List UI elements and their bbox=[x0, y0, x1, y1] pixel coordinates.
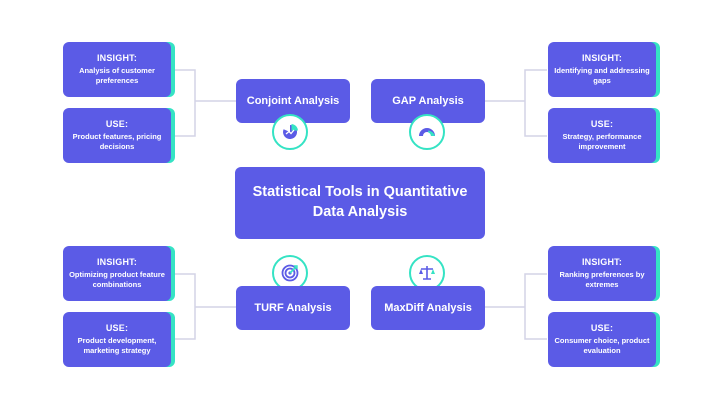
gap-use-label: USE: bbox=[590, 119, 614, 130]
turf-use-text: Product development, marketing strategy bbox=[77, 336, 157, 355]
gap-insight-text: Identifying and addressing gaps bbox=[554, 66, 650, 85]
conjoint-use-card: USE: Product features, pricing decisions bbox=[63, 108, 171, 163]
connector-conjoint bbox=[173, 69, 236, 137]
central-topic-box: Statistical Tools in Quantitative Data A… bbox=[235, 167, 485, 239]
gauge-icon bbox=[409, 114, 445, 150]
turf-insight-label: INSIGHT: bbox=[96, 257, 138, 268]
maxdiff-use-label: USE: bbox=[590, 323, 614, 334]
turf-insight-card: INSIGHT: Optimizing product feature comb… bbox=[63, 246, 171, 301]
maxdiff-analysis-box: MaxDiff Analysis bbox=[371, 286, 485, 330]
pie-chart-icon bbox=[272, 114, 308, 150]
turf-analysis-box: TURF Analysis bbox=[236, 286, 350, 330]
maxdiff-use-text: Consumer choice, product evaluation bbox=[554, 336, 650, 355]
conjoint-use-label: USE: bbox=[105, 119, 129, 130]
connector-turf bbox=[173, 273, 236, 340]
maxdiff-insight-label: INSIGHT: bbox=[581, 257, 623, 268]
conjoint-insight-text: Analysis of customer preferences bbox=[79, 66, 155, 85]
maxdiff-use-card: USE: Consumer choice, product evaluation bbox=[548, 312, 656, 367]
maxdiff-insight-card: INSIGHT: Ranking preferences by extremes bbox=[548, 246, 656, 301]
gap-use-text: Strategy, performance improvement bbox=[562, 132, 642, 151]
gap-insight-card: INSIGHT: Identifying and addressing gaps bbox=[548, 42, 656, 97]
connector-maxdiff bbox=[485, 273, 547, 340]
turf-use-card: USE: Product development, marketing stra… bbox=[63, 312, 171, 367]
balance-scale-icon bbox=[409, 255, 445, 291]
gap-use-card: USE: Strategy, performance improvement bbox=[548, 108, 656, 163]
conjoint-use-text: Product features, pricing decisions bbox=[72, 132, 162, 151]
connector-gap bbox=[485, 69, 547, 137]
conjoint-insight-label: INSIGHT: bbox=[96, 53, 138, 64]
maxdiff-insight-text: Ranking preferences by extremes bbox=[559, 270, 645, 289]
turf-insight-text: Optimizing product feature combinations bbox=[69, 270, 165, 289]
conjoint-insight-card: INSIGHT: Analysis of customer preference… bbox=[63, 42, 171, 97]
gap-insight-label: INSIGHT: bbox=[581, 53, 623, 64]
turf-use-label: USE: bbox=[105, 323, 129, 334]
